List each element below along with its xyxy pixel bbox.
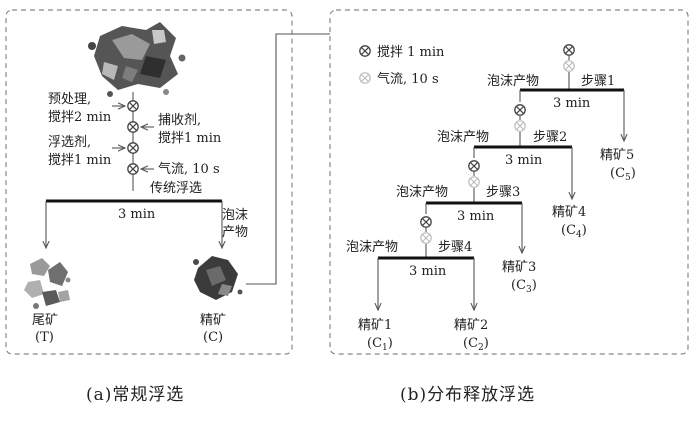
step1-gas-icon <box>563 60 575 72</box>
collector-stir-valve-icon <box>127 121 139 133</box>
feed-ore-particles-icon <box>88 22 186 97</box>
svg-text:(C4): (C4) <box>561 223 587 240</box>
legend-gas-label: 气流, 10 s <box>377 71 439 87</box>
svg-text:精矿5: 精矿5 <box>600 148 634 163</box>
step4-gas-icon <box>420 232 432 244</box>
tailings-ore-particles-icon <box>24 258 71 309</box>
svg-text:(C3): (C3) <box>511 278 537 295</box>
flotation-agent-time: 搅拌1 min <box>48 152 112 168</box>
flotation-agent-label: 浮选剂, <box>48 135 91 150</box>
pretreat-label: 预处理, <box>48 92 91 107</box>
svg-text:精矿4: 精矿4 <box>552 205 586 220</box>
collector-time: 搅拌1 min <box>158 130 222 146</box>
step4-stir-icon <box>420 216 432 228</box>
step1-label: 步骤1 <box>581 74 615 89</box>
conventional-flotation-label: 传统浮选 <box>150 181 202 196</box>
step3-stir-icon <box>468 160 480 172</box>
legend-stir-icon <box>359 45 371 57</box>
step4-duration: 3 min <box>409 264 447 279</box>
panel-b-caption: (b)分布释放浮选 <box>400 385 535 405</box>
concentrate-ore-particles-icon <box>193 256 243 300</box>
step4-froth-label: 泡沫产物 <box>346 240 398 255</box>
pretreat-stir-valve-icon <box>127 100 139 112</box>
pretreat-time: 搅拌2 min <box>48 109 112 125</box>
tailings-code: (T) <box>35 330 54 345</box>
froth-product-label-1: 泡沫 <box>222 208 248 223</box>
step3-gas-icon <box>468 176 480 188</box>
step1-froth-label: 泡沫产物 <box>487 74 539 89</box>
step2-gas-icon <box>514 120 526 132</box>
svg-text:(C2): (C2) <box>463 336 489 353</box>
step1-stir-icon <box>563 44 575 56</box>
step2-label: 步骤2 <box>533 130 567 145</box>
panel-a-caption: (a)常规浮选 <box>86 385 184 405</box>
step3-duration: 3 min <box>457 209 495 224</box>
panel-b-frame <box>329 9 689 355</box>
concentrate-2: 精矿2 (C2) <box>454 318 489 353</box>
svg-text:精矿2: 精矿2 <box>454 318 488 333</box>
duration-label: 3 min <box>118 207 156 222</box>
step1-duration: 3 min <box>553 96 591 111</box>
concentrate-label: 精矿 <box>200 313 226 328</box>
agent-stir-valve-icon <box>127 142 139 154</box>
step3-label: 步骤3 <box>486 185 520 200</box>
svg-text:(C1): (C1) <box>367 336 393 353</box>
step2-duration: 3 min <box>505 153 543 168</box>
svg-text:精矿1: 精矿1 <box>358 318 392 333</box>
step3-froth-label: 泡沫产物 <box>396 185 448 200</box>
gas-flow-label: 气流, 10 s <box>158 161 220 177</box>
collector-label: 捕收剂, <box>158 112 201 128</box>
svg-text:精矿3: 精矿3 <box>502 260 536 275</box>
step2-froth-label: 泡沫产物 <box>437 130 489 145</box>
froth-product-label-2: 产物 <box>222 225 248 240</box>
concentrate-code: (C) <box>203 330 223 345</box>
legend-gas-icon <box>359 72 371 84</box>
legend-stir-label: 搅拌 1 min <box>377 44 445 60</box>
concentrate-5: 精矿5 (C5) <box>600 148 636 183</box>
step2-stir-icon <box>514 104 526 116</box>
gas-valve-icon <box>127 163 139 175</box>
tailings-label: 尾矿 <box>32 313 58 328</box>
step4-label: 步骤4 <box>438 240 472 255</box>
svg-text:(C5): (C5) <box>610 166 636 183</box>
